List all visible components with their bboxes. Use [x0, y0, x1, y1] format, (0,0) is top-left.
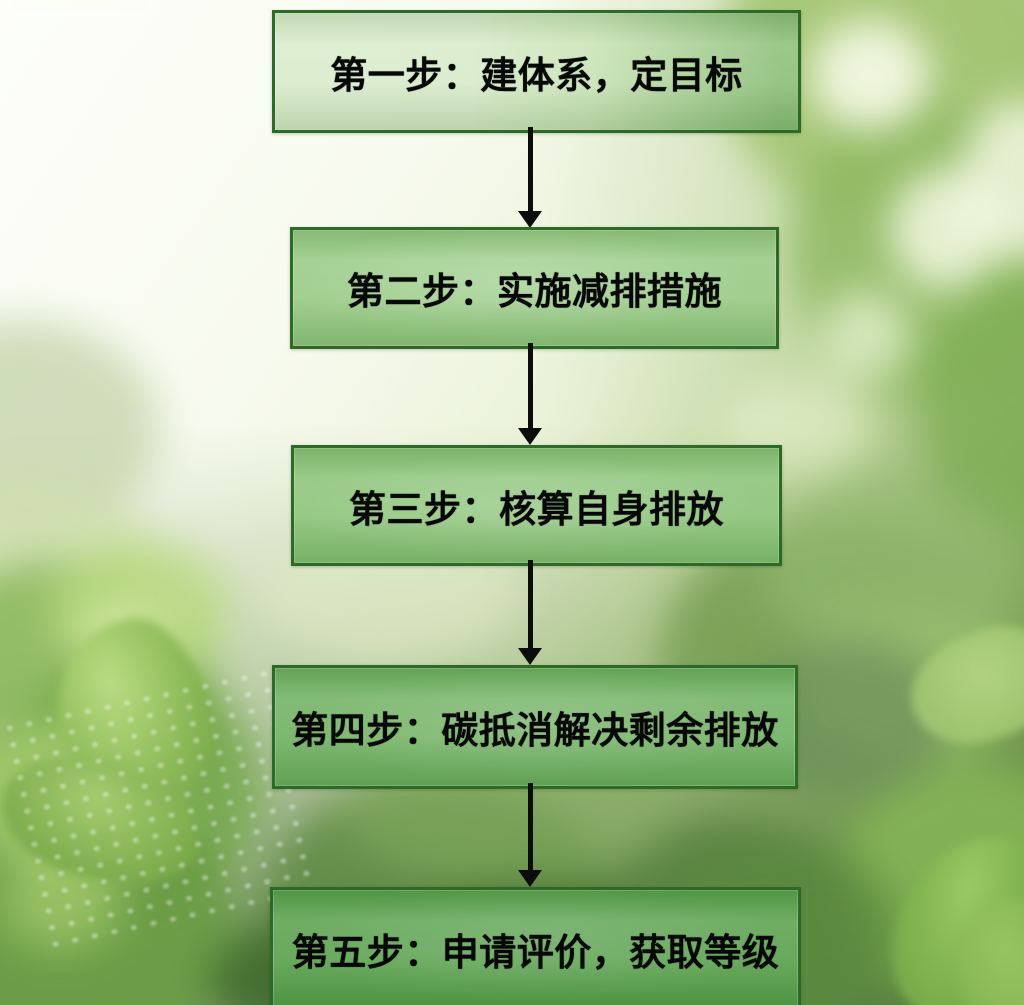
arrow-down-icon: [518, 870, 542, 887]
step-label-1: 第一步：建体系，定目标: [330, 54, 743, 96]
step-box-1: 第一步：建体系，定目标: [272, 10, 801, 133]
step-label-3: 第三步：核算自身排放: [349, 488, 724, 530]
step-box-4: 第四步：碳抵消解决剩余排放: [272, 665, 798, 789]
arrow-down-icon: [518, 428, 542, 445]
arrow-stem: [527, 127, 533, 211]
arrow-stem: [527, 783, 533, 870]
step-box-3: 第三步：核算自身排放: [291, 445, 782, 566]
step-label-2: 第二步：实施减排措施: [347, 271, 722, 312]
arrow-stem: [527, 343, 533, 428]
step-box-2: 第二步：实施减排措施: [290, 227, 779, 349]
step-label-5: 第五步：申请评价，获取等级: [291, 932, 780, 973]
bokeh-spot: [810, 20, 930, 130]
arrow-down-icon: [518, 211, 542, 228]
arrow-stem: [527, 560, 533, 648]
down-arrow-1: [517, 127, 543, 228]
rounded-corner-artifact: [8, 0, 152, 16]
arrow-down-icon: [518, 648, 542, 665]
bokeh-spot: [820, 290, 910, 380]
step-box-5: 第五步：申请评价，获取等级: [270, 887, 801, 1005]
down-arrow-2: [517, 343, 543, 445]
down-arrow-4: [517, 783, 543, 887]
step-label-4: 第四步：碳抵消解决剩余排放: [291, 710, 779, 751]
foliage-blob: [760, 480, 1020, 660]
down-arrow-3: [517, 560, 543, 665]
